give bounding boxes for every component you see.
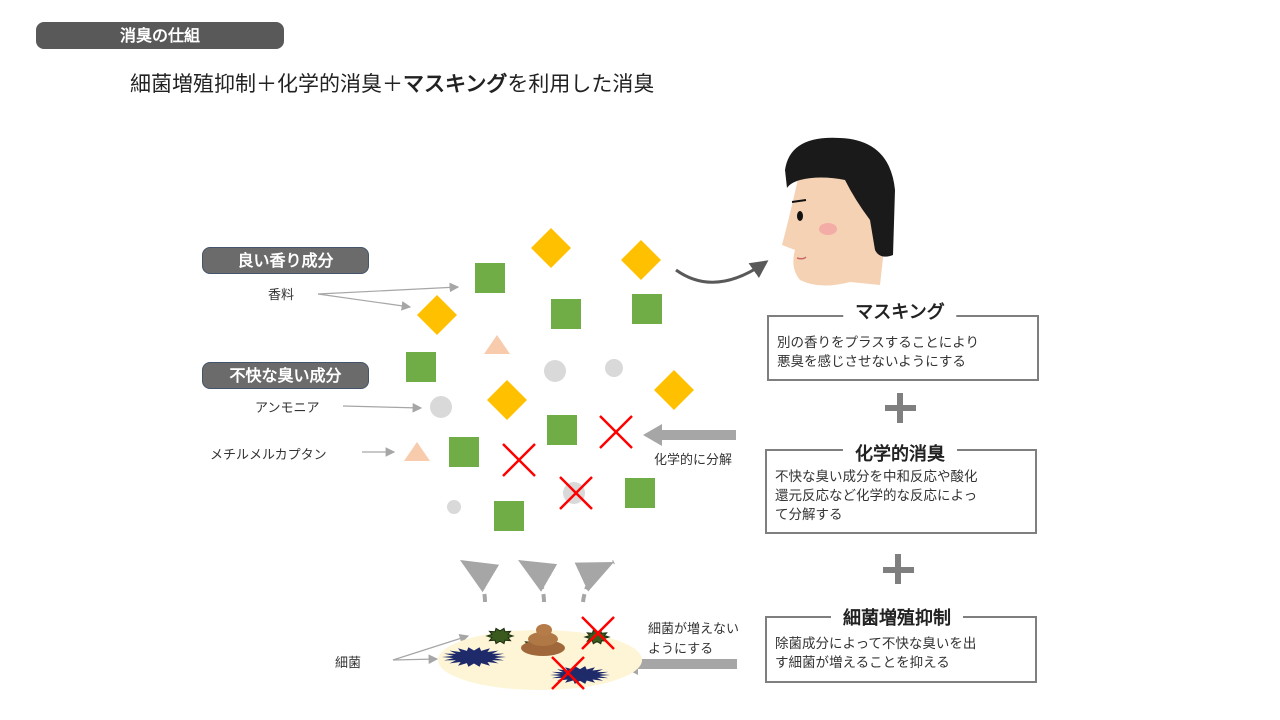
bacteria-title: 細菌増殖抑制: [831, 604, 963, 630]
cross-stroke: [559, 476, 593, 510]
person-face-icon: [782, 137, 895, 286]
chemical-arrow: [643, 424, 736, 446]
bacteria-text: す細菌が増えることを抑える: [775, 655, 950, 671]
chemical-text: て分解する: [775, 507, 843, 523]
chemical-title: 化学的消臭: [843, 440, 957, 466]
fragrance-diamond: [531, 228, 571, 268]
fragrance-square: [406, 352, 436, 382]
ammonia-circle: [447, 500, 461, 514]
methyl-mercaptan-triangle: [484, 335, 510, 354]
cross-stroke: [581, 616, 615, 650]
masking-title: マスキング: [843, 298, 957, 324]
bad-odor-label: 不快な臭い成分: [202, 362, 369, 389]
fragrance-diamond: [621, 240, 661, 280]
fragrance-square: [449, 437, 479, 467]
fragrance-square: [547, 415, 577, 445]
bacteria-green: [485, 627, 515, 645]
bacteria-box: 除菌成分によって不快な臭いを出す細菌が増えることを抑える: [765, 616, 1037, 683]
bacteria-blue: [442, 647, 506, 667]
prevent-label-line2: ようにする: [648, 642, 714, 657]
cross-stroke: [502, 443, 536, 477]
masking-text: 別の香りをプラスすることにより: [777, 335, 979, 351]
ammonia-circle: [430, 396, 452, 418]
prevent-label-line1: 細菌が増えない: [648, 622, 740, 637]
curved-arrow-to-face: [675, 260, 769, 284]
fragrance-diamond: [654, 370, 694, 410]
ammonia-circle: [544, 360, 566, 382]
ammonia-circle: [563, 482, 585, 504]
fragrance-diamond: [417, 295, 457, 335]
plus-icon: [885, 393, 916, 423]
ammonia-label: アンモニア: [255, 401, 320, 416]
cross-icon: [551, 656, 585, 690]
label-arrows: [317, 282, 470, 664]
bacteria: [442, 624, 611, 684]
cross-stroke: [551, 656, 585, 690]
cross-stroke: [599, 415, 633, 449]
fragrance-square: [625, 478, 655, 508]
masking-text: 悪臭を感じさせないようにする: [777, 354, 966, 370]
cross-icon: [502, 443, 536, 477]
cross-icon: [599, 415, 633, 449]
fragrance-label: 香料: [268, 288, 295, 303]
methyl-mercaptan-label: メチルメルカプタン: [210, 448, 327, 463]
plus-icon: [883, 554, 914, 584]
subtitle-bold: マスキング: [403, 72, 508, 96]
fragrance-diamond: [487, 380, 527, 420]
good-scent-label: 良い香り成分: [202, 247, 369, 274]
methyl-mercaptan-triangle: [404, 442, 430, 461]
rising-odor-arrows: [458, 558, 615, 603]
fragrance-square: [632, 294, 662, 324]
subtitle: 細菌増殖抑制＋化学的消臭＋マスキングを利用した消臭: [130, 68, 654, 98]
chemical-decompose-label: 化学的に分解: [654, 453, 733, 468]
cross-icon: [581, 616, 615, 650]
fragrance-square: [551, 299, 581, 329]
ammonia-circle: [605, 359, 623, 377]
header-title: 消臭の仕組: [36, 22, 284, 49]
bacteria-label: 細菌: [335, 656, 362, 671]
chemical-text: 還元反応など化学的な反応によっ: [775, 488, 978, 504]
poo-icon: [521, 624, 565, 656]
fragrance-square: [475, 263, 505, 293]
subtitle-part: を利用した消臭: [507, 72, 655, 96]
fragrance-square: [494, 501, 524, 531]
cross-icon: [559, 476, 593, 510]
chemical-text: 不快な臭い成分を中和反応や酸化: [775, 469, 978, 485]
subtitle-part: 細菌増殖抑制＋化学的消臭＋: [130, 72, 403, 96]
bacteria-text: 除菌成分によって不快な臭いを出: [775, 636, 977, 652]
masking-box: 別の香りをプラスすることにより悪臭を感じさせないようにする: [767, 315, 1039, 381]
